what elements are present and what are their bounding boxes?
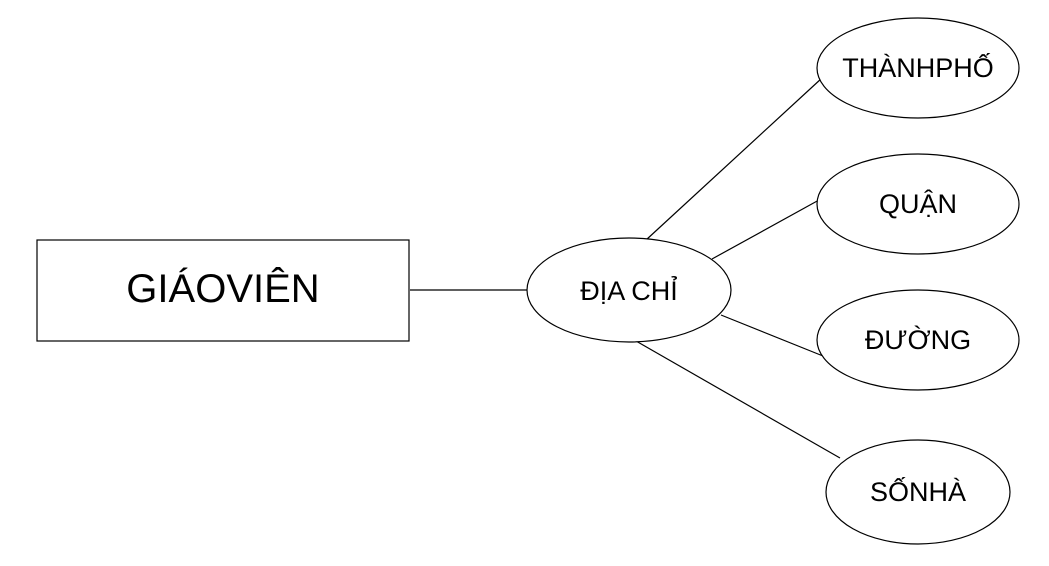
- attribute-ellipse: [816, 289, 1020, 391]
- attribute-label: SỐNHÀ: [870, 475, 966, 507]
- attribute-label: QUẬN: [879, 188, 957, 219]
- attribute-label: ĐƯỜNG: [865, 324, 971, 355]
- connector-address-to-district: [711, 199, 820, 260]
- attribute-city: THÀNHPHỐ: [816, 17, 1020, 119]
- attribute-ellipse: [526, 237, 732, 343]
- attribute-ellipse: [816, 17, 1020, 119]
- attribute-ellipse: [816, 153, 1020, 255]
- attribute-label: THÀNHPHỐ: [842, 51, 994, 83]
- attribute-district: QUẬN: [816, 153, 1020, 255]
- attribute-address: ĐỊA CHỈ: [526, 237, 732, 343]
- attribute-ellipse: [825, 439, 1011, 545]
- connector-address-to-house-number: [635, 340, 841, 459]
- entity-teacher: GIÁOVIÊN: [36, 239, 410, 342]
- entity-label: GIÁOVIÊN: [126, 266, 319, 311]
- connector-address-to-street: [720, 314, 824, 357]
- connector-address-to-city: [645, 77, 823, 241]
- entity-box: [36, 239, 410, 342]
- attribute-house-number: SỐNHÀ: [825, 439, 1011, 545]
- attribute-street: ĐƯỜNG: [816, 289, 1020, 391]
- attribute-label: ĐỊA CHỈ: [580, 274, 678, 306]
